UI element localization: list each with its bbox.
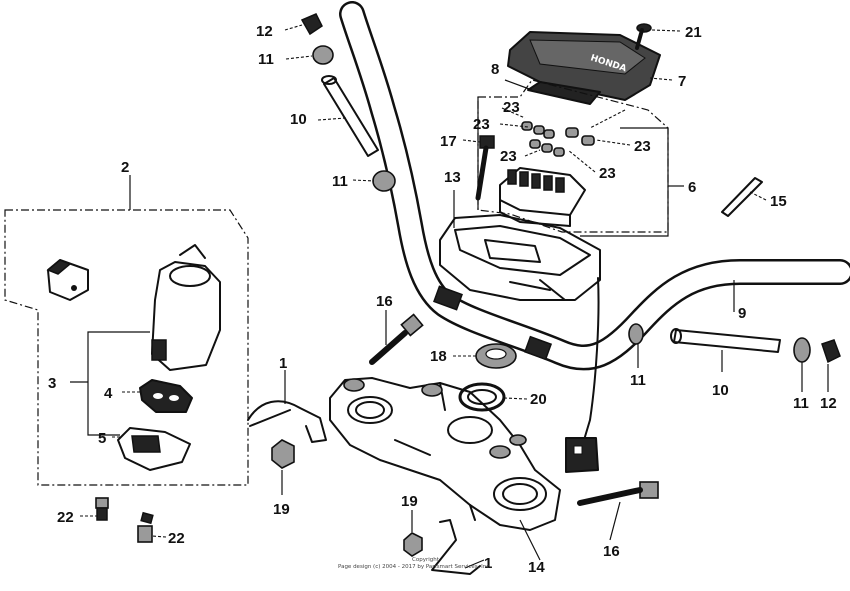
handlebar-weight-right[interactable] — [670, 328, 781, 353]
end-cap-12-left[interactable] — [300, 13, 323, 36]
callout-19-left: 19 — [273, 501, 290, 518]
callout-18: 18 — [430, 348, 447, 365]
callout-8: 8 — [491, 61, 499, 78]
bracket-1-upper[interactable] — [247, 400, 327, 443]
callout-9: 9 — [738, 305, 746, 322]
callout-numbers: 2 12 11 10 11 21 7 8 23 23 23 23 23 17 1… — [48, 23, 837, 576]
rubber-cap-11-top[interactable] — [312, 45, 334, 65]
screw-21[interactable] — [635, 23, 652, 50]
callout-20: 20 — [530, 391, 547, 408]
screw-22-right[interactable] — [137, 511, 154, 543]
nut-19-bottom[interactable] — [403, 532, 423, 557]
indicator-switch-block[interactable] — [499, 167, 586, 227]
copyright-watermark: Copyright Page design (c) 2004 - 2017 by… — [338, 557, 491, 570]
copyright-line-1: Copyright — [412, 557, 440, 563]
callout-22-right: 22 — [168, 530, 185, 547]
handlebar-holder-lower[interactable] — [329, 377, 561, 531]
nut-18[interactable] — [475, 343, 517, 369]
indicator-bulbs[interactable] — [521, 121, 595, 157]
callout-1-lower: 1 — [484, 555, 492, 572]
callout-14: 14 — [528, 559, 545, 576]
callout-12-top: 12 — [256, 23, 273, 40]
callout-10-left: 10 — [290, 111, 307, 128]
callout-23-a: 23 — [503, 99, 520, 116]
handlebar-holder-upper[interactable] — [439, 214, 601, 301]
callout-11-right-a: 11 — [630, 372, 646, 389]
callout-21: 21 — [685, 24, 702, 41]
callout-6: 6 — [688, 179, 696, 196]
handlebar-weight-left[interactable] — [321, 75, 379, 157]
indicator-lens[interactable] — [527, 81, 601, 105]
callout-11-right-b: 11 — [793, 395, 809, 412]
handlebar[interactable] — [339, 1, 850, 371]
key-cylinder-bracket[interactable] — [46, 259, 89, 301]
callout-23-d: 23 — [634, 138, 651, 155]
end-cap-12-right[interactable] — [821, 339, 841, 364]
callout-22-left: 22 — [57, 509, 74, 526]
callout-11-top: 11 — [258, 51, 274, 68]
screw-22-left[interactable] — [95, 497, 109, 521]
switch-cover-5[interactable] — [117, 427, 191, 471]
callout-5: 5 — [98, 430, 106, 447]
bolt-16-bottom[interactable] — [577, 481, 659, 506]
clip-15[interactable] — [721, 177, 763, 217]
callout-12-right: 12 — [820, 395, 837, 412]
callout-1-upper: 1 — [279, 355, 287, 372]
callout-19-bottom: 19 — [401, 493, 418, 510]
callout-2: 2 — [121, 159, 129, 176]
callout-17: 17 — [440, 133, 457, 150]
bolt-17[interactable] — [475, 135, 495, 201]
callout-11-mid: 11 — [332, 173, 348, 190]
rubber-cap-11-mid[interactable] — [372, 170, 396, 192]
callout-7: 7 — [678, 73, 686, 90]
bolt-16-top[interactable] — [369, 313, 424, 365]
switch-cable-connector[interactable] — [565, 277, 600, 473]
ignition-switch[interactable] — [151, 244, 221, 371]
callout-23-b: 23 — [473, 116, 490, 133]
callout-3: 3 — [48, 375, 56, 392]
callout-16-top: 16 — [376, 293, 393, 310]
callout-16-bottom: 16 — [603, 543, 620, 560]
washer-20[interactable] — [458, 382, 506, 412]
copyright-line-2: Page design (c) 2004 - 2017 by Partsmart… — [338, 564, 491, 570]
switch-cover-4[interactable] — [139, 379, 193, 413]
callout-4: 4 — [104, 385, 113, 402]
leader-lines — [70, 24, 829, 569]
rubber-cap-11-right-b[interactable] — [793, 337, 811, 363]
rubber-cap-11-right-a[interactable] — [628, 323, 644, 345]
callout-10-right: 10 — [712, 382, 729, 399]
callout-13: 13 — [444, 169, 461, 186]
callout-23-e: 23 — [599, 165, 616, 182]
bracket-1-lower[interactable] — [431, 519, 481, 575]
callout-15: 15 — [770, 193, 787, 210]
callout-23-c: 23 — [500, 148, 517, 165]
nut-19-left[interactable] — [271, 439, 295, 469]
